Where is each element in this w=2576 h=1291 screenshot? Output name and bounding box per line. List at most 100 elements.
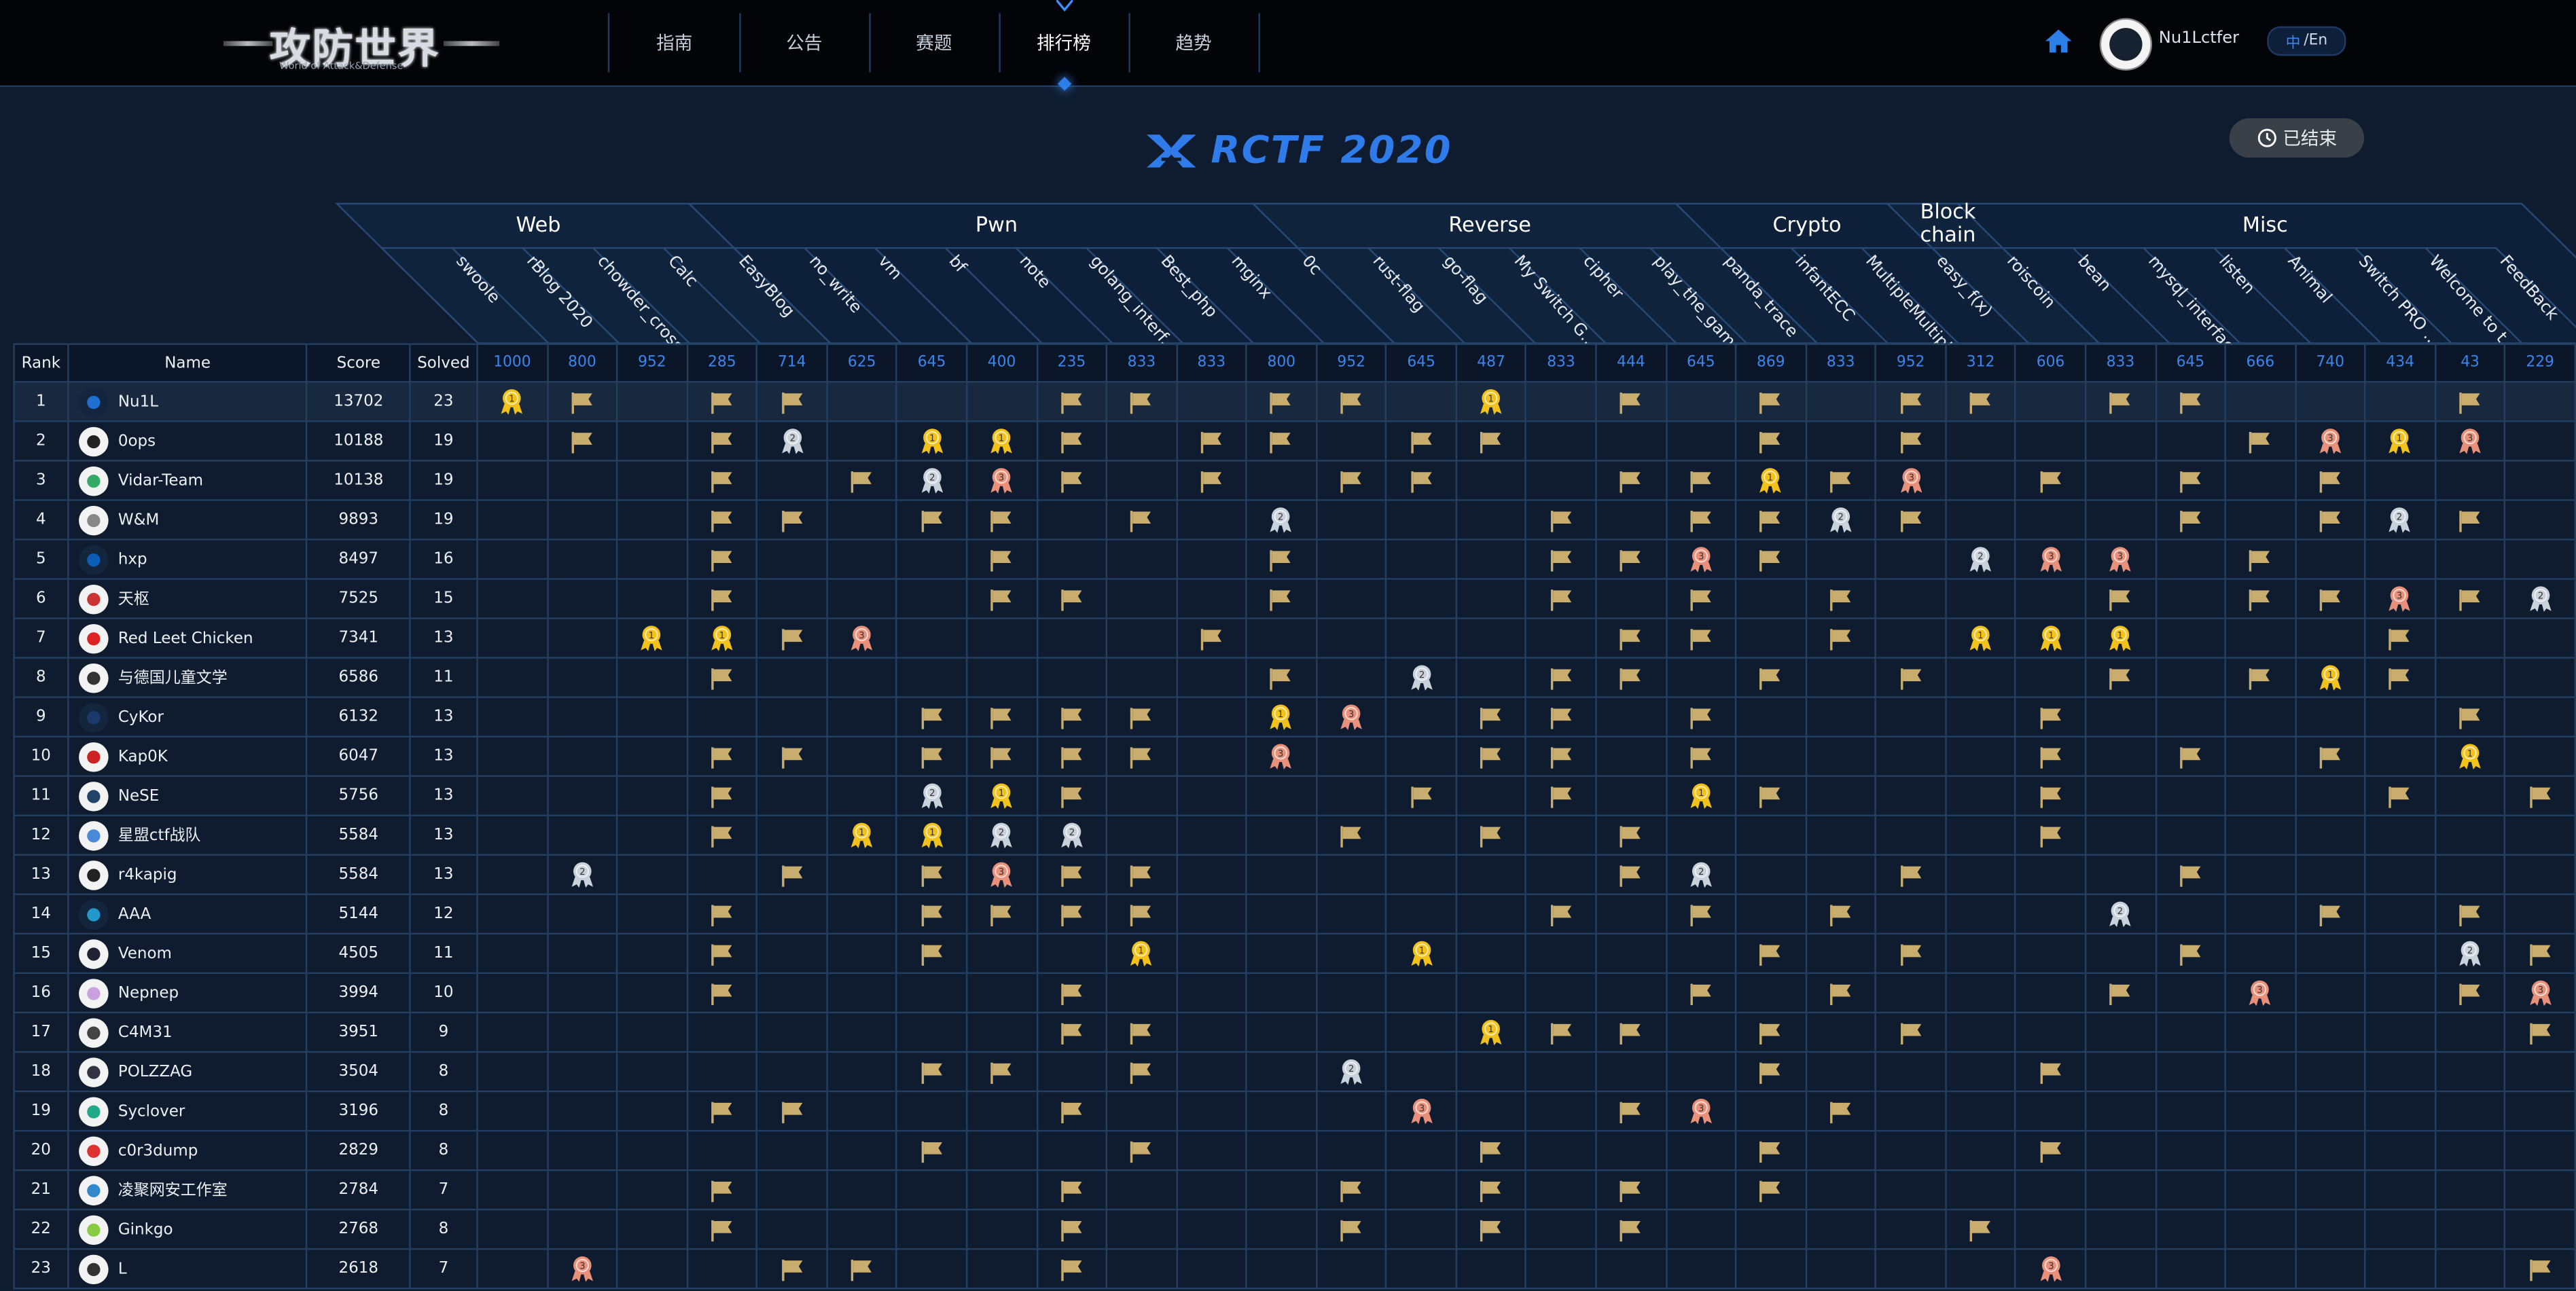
event-status-button[interactable]: 已结束	[2229, 118, 2365, 158]
nav-item-guide[interactable]: 指南	[607, 13, 741, 73]
team-name-cell[interactable]: r4kapig	[67, 854, 308, 896]
home-icon[interactable]	[2043, 26, 2073, 56]
solve-cell	[686, 1129, 758, 1171]
solve-cell	[2084, 1129, 2157, 1171]
solve-cell	[895, 1011, 968, 1053]
team-name-cell[interactable]: C4M31	[67, 1011, 308, 1053]
solved-flag-icon	[1690, 904, 1711, 926]
nav-item-announcements[interactable]: 公告	[739, 13, 871, 73]
team-score: 6047	[306, 735, 411, 777]
nav-item-challenges[interactable]: 赛题	[869, 13, 1001, 73]
solved-flag-icon	[990, 707, 1012, 729]
solve-cell	[686, 775, 758, 816]
solved-flag-icon	[1340, 470, 1361, 492]
team-name-cell[interactable]: c0r3dump	[67, 1129, 308, 1171]
team-name-cell[interactable]: Nu1L	[67, 381, 308, 422]
team-name-cell[interactable]: Venom	[67, 932, 308, 975]
team-name-cell[interactable]: hxp	[67, 539, 308, 580]
solve-cell	[2294, 499, 2366, 541]
third-blood-medal-icon: 3	[571, 1256, 593, 1282]
team-name-cell[interactable]: Vidar-Team	[67, 460, 308, 501]
solve-cell: 1	[1245, 696, 1317, 738]
team-name-cell[interactable]: Ginkgo	[67, 1208, 308, 1250]
team-name-cell[interactable]: 天枢	[67, 578, 308, 619]
user-avatar[interactable]	[2099, 18, 2153, 71]
solved-flag-icon	[990, 1061, 1012, 1083]
language-toggle[interactable]: 中 / En	[2267, 26, 2346, 56]
team-score: 2829	[306, 1129, 411, 1171]
team-name-cell[interactable]: NeSE	[67, 775, 308, 816]
nav-item-leaderboard[interactable]: 排行榜	[999, 13, 1130, 73]
team-name-cell[interactable]: POLZZAG	[67, 1051, 308, 1093]
solve-cell	[1315, 1090, 1387, 1132]
solve-cell	[895, 1051, 968, 1093]
solved-flag-icon	[1690, 470, 1711, 492]
svg-text:3: 3	[999, 867, 1004, 877]
solve-cell	[2294, 1051, 2366, 1093]
solve-cell	[1105, 1090, 1178, 1132]
svg-text:2: 2	[2397, 513, 2403, 523]
solve-cell	[1385, 1011, 1457, 1053]
team-name-cell[interactable]: Red Leet Chicken	[67, 617, 308, 659]
user-name[interactable]: Nu1Lctfer	[2158, 29, 2240, 48]
team-name-cell[interactable]: L	[67, 1248, 308, 1290]
solve-cell	[1105, 617, 1178, 659]
solve-cell	[1175, 1169, 1247, 1211]
solve-cell	[1874, 1090, 1947, 1132]
solve-cell	[965, 1169, 1038, 1211]
solve-cell	[2154, 854, 2227, 896]
solve-cell	[1455, 499, 1527, 541]
solve-cell	[616, 814, 688, 856]
solve-cell	[1245, 972, 1317, 1014]
team-rank: 6	[13, 578, 69, 619]
team-name-cell[interactable]: Kap0K	[67, 735, 308, 777]
site-logo[interactable]: 攻防世界 World of Attack&Defense	[223, 13, 500, 75]
nav-item-trends[interactable]: 趋势	[1128, 13, 1260, 73]
solve-cell	[756, 1090, 828, 1132]
solve-cell	[825, 854, 898, 896]
team-name-cell[interactable]: 星盟ctf战队	[67, 814, 308, 856]
team-name-cell[interactable]: 与德国儿童文学	[67, 657, 308, 698]
solve-cell	[1874, 735, 1947, 777]
team-name-cell[interactable]: AAA	[67, 893, 308, 935]
team-name-cell[interactable]: 0ops	[67, 420, 308, 462]
solve-cell	[1735, 775, 1807, 816]
team-name: 凌聚网安工作室	[118, 1180, 228, 1199]
team-avatar-mark	[86, 710, 101, 724]
solve-cell	[2154, 381, 2227, 422]
team-name-cell[interactable]: Syclover	[67, 1090, 308, 1132]
team-name-cell[interactable]: Nepnep	[67, 972, 308, 1014]
team-name-cell[interactable]: 凌聚网安工作室	[67, 1169, 308, 1211]
team-name-cell[interactable]: W&M	[67, 499, 308, 541]
team-name-cell[interactable]: CyKor	[67, 696, 308, 738]
solve-cell	[1944, 696, 2017, 738]
solve-cell	[616, 1248, 688, 1290]
solve-cell	[686, 1169, 758, 1211]
solve-cell	[1315, 1011, 1387, 1053]
second-blood-medal-icon: 2	[990, 822, 1013, 849]
third-blood-medal-icon: 3	[1270, 744, 1292, 770]
